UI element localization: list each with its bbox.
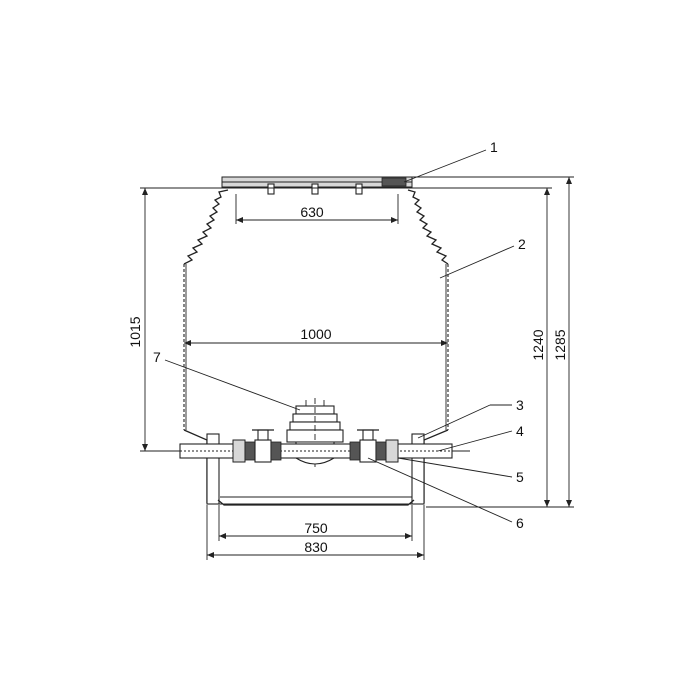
callout-label-4: 4 [516,423,524,439]
callout-7: 7 [153,349,301,411]
dimension-1015: 1015 [127,187,226,452]
dim-label-630: 630 [300,204,324,220]
callout-label-7: 7 [153,349,161,365]
callout-4: 4 [437,423,524,452]
dimension-1285: 1285 [412,176,574,508]
dim-label-1000: 1000 [300,326,331,342]
dimension-1240: 1240 [410,187,552,508]
dimension-630: 630 [235,194,399,224]
callout-1: 1 [403,139,498,183]
callout-5: 5 [397,457,524,485]
dim-label-1015: 1015 [127,316,143,347]
dim-label-830: 830 [304,539,328,555]
standpipe [286,398,344,470]
lid [221,176,413,195]
callout-3: 3 [417,397,524,439]
dim-label-750: 750 [304,520,328,536]
callout-label-2: 2 [518,236,526,252]
dimension-1000: 1000 [184,326,448,346]
piping [140,443,470,459]
callout-2: 2 [439,236,526,279]
callout-label-6: 6 [516,515,524,531]
valve-left [232,429,282,463]
valve-right [349,429,399,463]
dim-label-1285: 1285 [552,329,568,360]
dimension-750: 750 [218,505,413,541]
callout-label-3: 3 [516,397,524,413]
callout-label-5: 5 [516,469,524,485]
callout-label-1: 1 [490,139,498,155]
dim-label-1240: 1240 [530,329,546,360]
dimension-830: 830 [206,505,425,560]
callout-6: 6 [367,457,524,531]
